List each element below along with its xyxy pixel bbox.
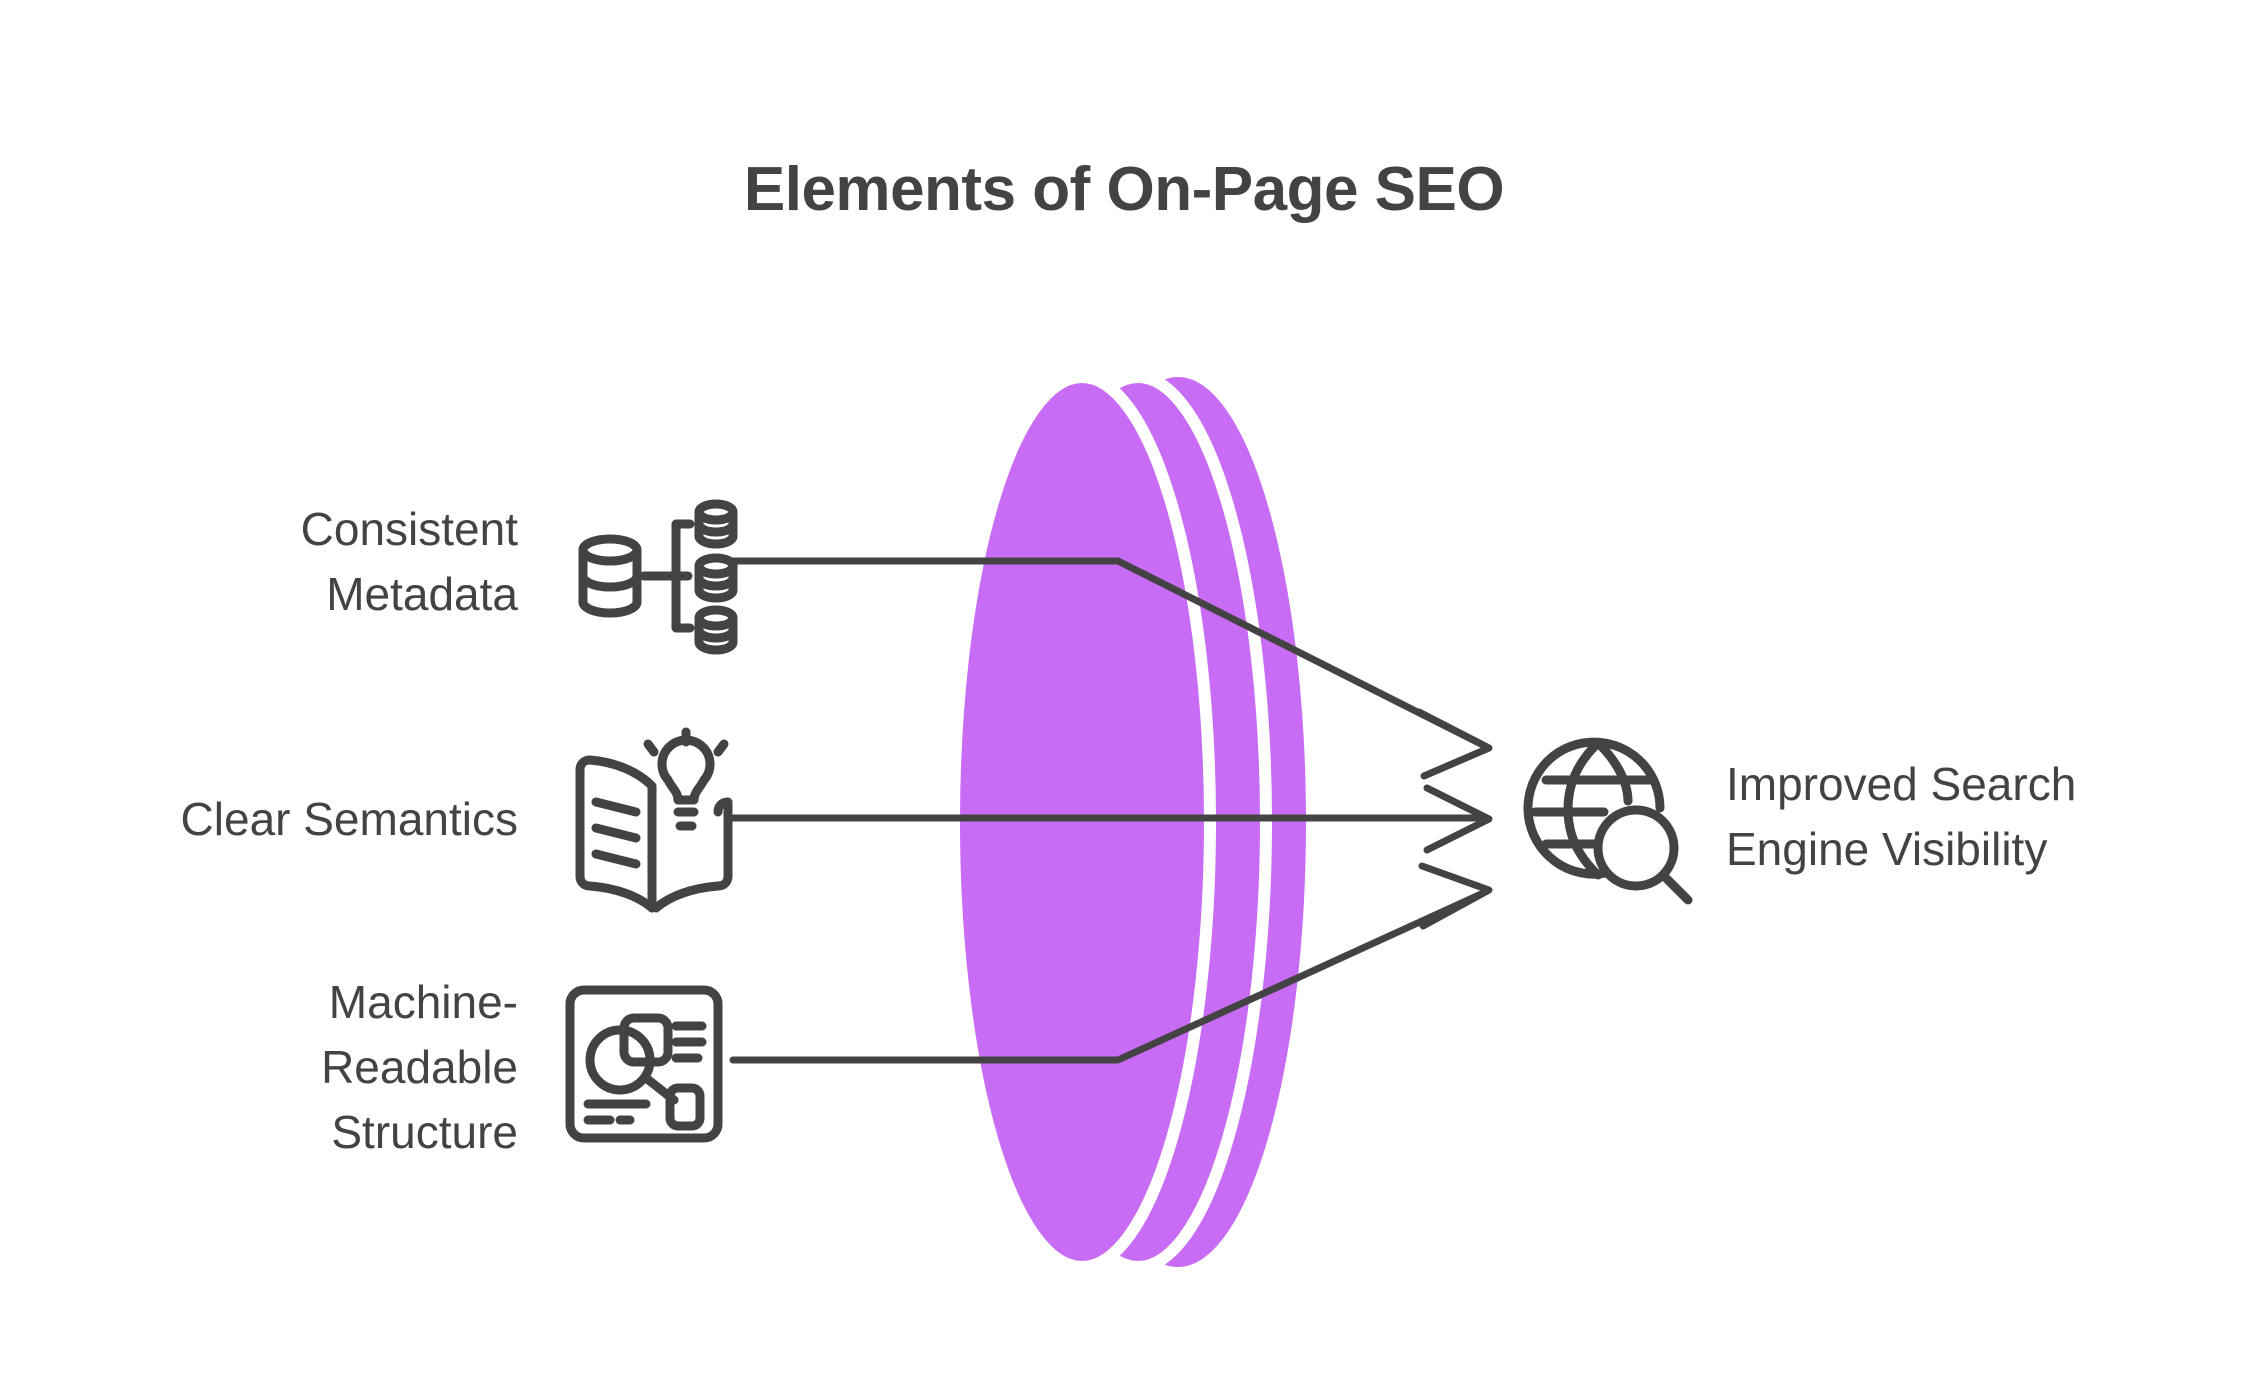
open-book-lightbulb-icon xyxy=(575,727,733,913)
outcome-improved-search-engine-visibility[interactable]: Improved Search Engine Visibility xyxy=(1523,737,2076,905)
connector-machine-readable-structure xyxy=(729,890,1485,1064)
input-consistent-metadata[interactable]: Consistent Metadata xyxy=(301,499,738,655)
input-label-line-1: Machine- xyxy=(329,976,518,1028)
database-hierarchy-icon xyxy=(578,499,738,655)
lens-stack xyxy=(948,371,1306,1273)
input-label-line-2: Readable xyxy=(321,1041,518,1093)
globe-search-icon xyxy=(1523,737,1693,905)
input-label-line-2: Metadata xyxy=(326,568,518,620)
outcome-label-line-2: Engine Visibility xyxy=(1726,823,2047,875)
lens-layer-1 xyxy=(948,371,1216,1273)
arrowhead-clear-semantics xyxy=(1423,784,1493,854)
outcome-label-line-1: Improved Search xyxy=(1726,758,2076,810)
structured-data-diagram-icon xyxy=(565,985,723,1143)
input-machine-readable-structure[interactable]: Machine- Readable Structure xyxy=(321,976,723,1158)
input-clear-semantics[interactable]: Clear Semantics xyxy=(181,727,733,913)
input-label-clear-semantics: Clear Semantics xyxy=(181,793,518,845)
input-label-line-1: Consistent xyxy=(301,503,519,555)
page-title: Elements of On-Page SEO xyxy=(744,155,1504,224)
arrowhead-machine-readable-structure xyxy=(1418,862,1493,930)
connector-consistent-metadata xyxy=(729,557,1485,748)
arrowhead-consistent-metadata xyxy=(1415,708,1493,780)
connector-group xyxy=(729,557,1493,1064)
input-label-line-3: Structure xyxy=(331,1106,518,1158)
